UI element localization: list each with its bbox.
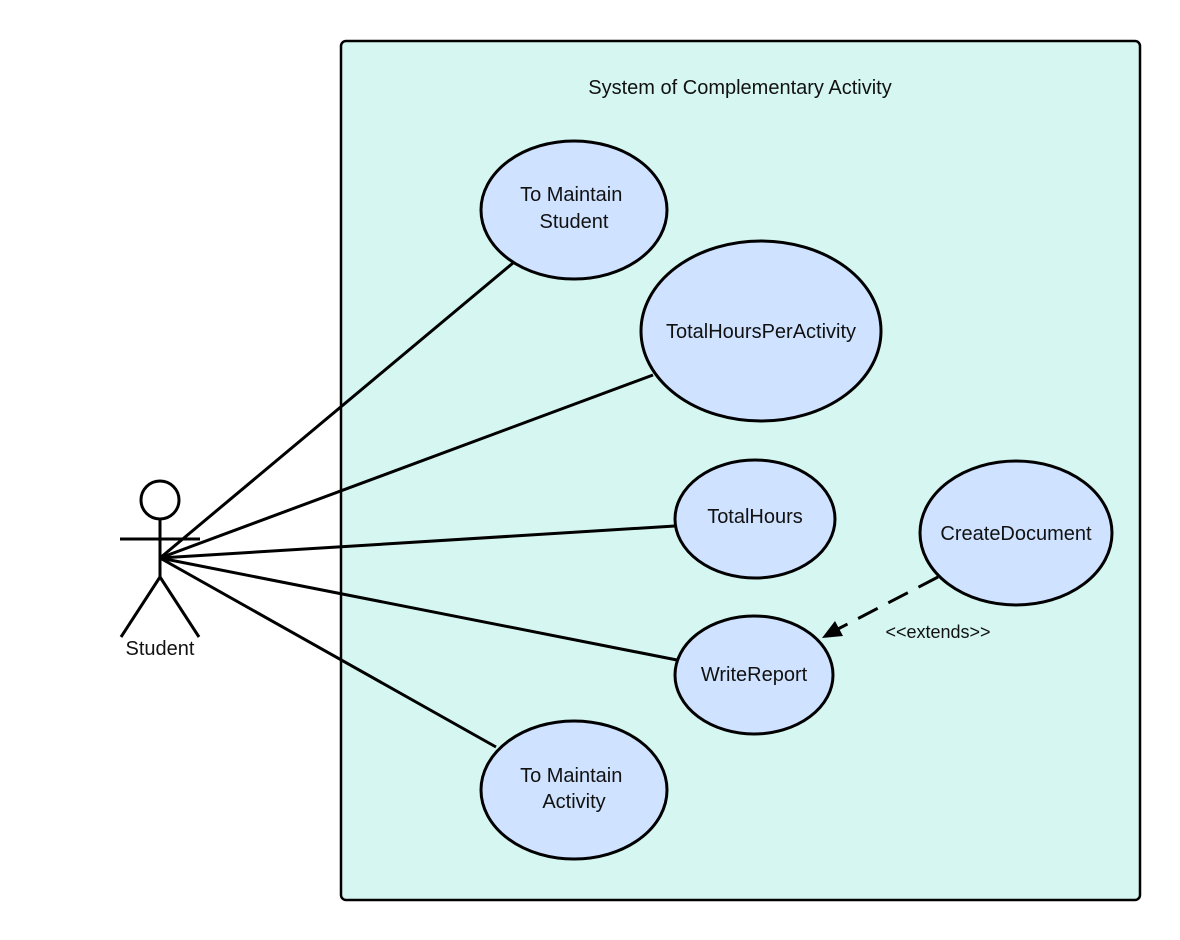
association-line-total-hours-per-activity (159, 373, 654, 560)
actor-left-leg-icon (119, 576, 162, 638)
association-line-total-hours (159, 524, 676, 560)
svg-text:WriteReport: WriteReport (701, 664, 808, 686)
use-case-label-line: TotalHours (707, 506, 803, 528)
svg-text:CreateDocument: CreateDocument (940, 523, 1092, 545)
extend-dependency-line (835, 575, 939, 632)
use-case-maintain-student[interactable]: To Maintain Student (479, 139, 669, 281)
system-title: System of Complementary Activity (588, 77, 891, 99)
use-case-label-line: WriteReport (701, 664, 808, 686)
actor-right-leg-icon (158, 576, 201, 638)
use-case-maintain-activity[interactable]: To Maintain Activity (479, 719, 669, 861)
use-case-total-hours-per-activity[interactable]: TotalHoursPerActivity (639, 239, 883, 423)
svg-text:To Maintain Student: To Maintain Student (520, 184, 628, 233)
svg-text:To Maintain Activity: To Maintain Activity (520, 765, 628, 813)
svg-text:TotalHoursPerActivity: TotalHoursPerActivity (666, 321, 856, 343)
association-line-maintain-student (159, 261, 514, 560)
use-case-label-line: Student (540, 211, 609, 233)
use-case-label-line: To Maintain (520, 184, 622, 206)
association-line-write-report (159, 556, 678, 662)
use-case-write-report[interactable]: WriteReport (673, 614, 835, 736)
use-case-label-line: To Maintain (520, 765, 622, 787)
use-case-create-document[interactable]: CreateDocument (918, 459, 1114, 607)
extend-label: <<extends>> (885, 622, 990, 642)
extend-arrowhead-icon (822, 621, 843, 638)
use-case-total-hours[interactable]: TotalHours (673, 458, 837, 580)
actor-name: Student (126, 638, 195, 660)
actor-head-icon (139, 479, 181, 521)
actor-student[interactable]: Student (119, 479, 201, 660)
association-line-maintain-activity (159, 556, 497, 749)
svg-text:TotalHours: TotalHours (707, 506, 803, 528)
use-case-label-line: Activity (542, 791, 605, 813)
use-case-label-line: TotalHoursPerActivity (666, 321, 856, 343)
use-case-label-line: CreateDocument (940, 523, 1092, 545)
